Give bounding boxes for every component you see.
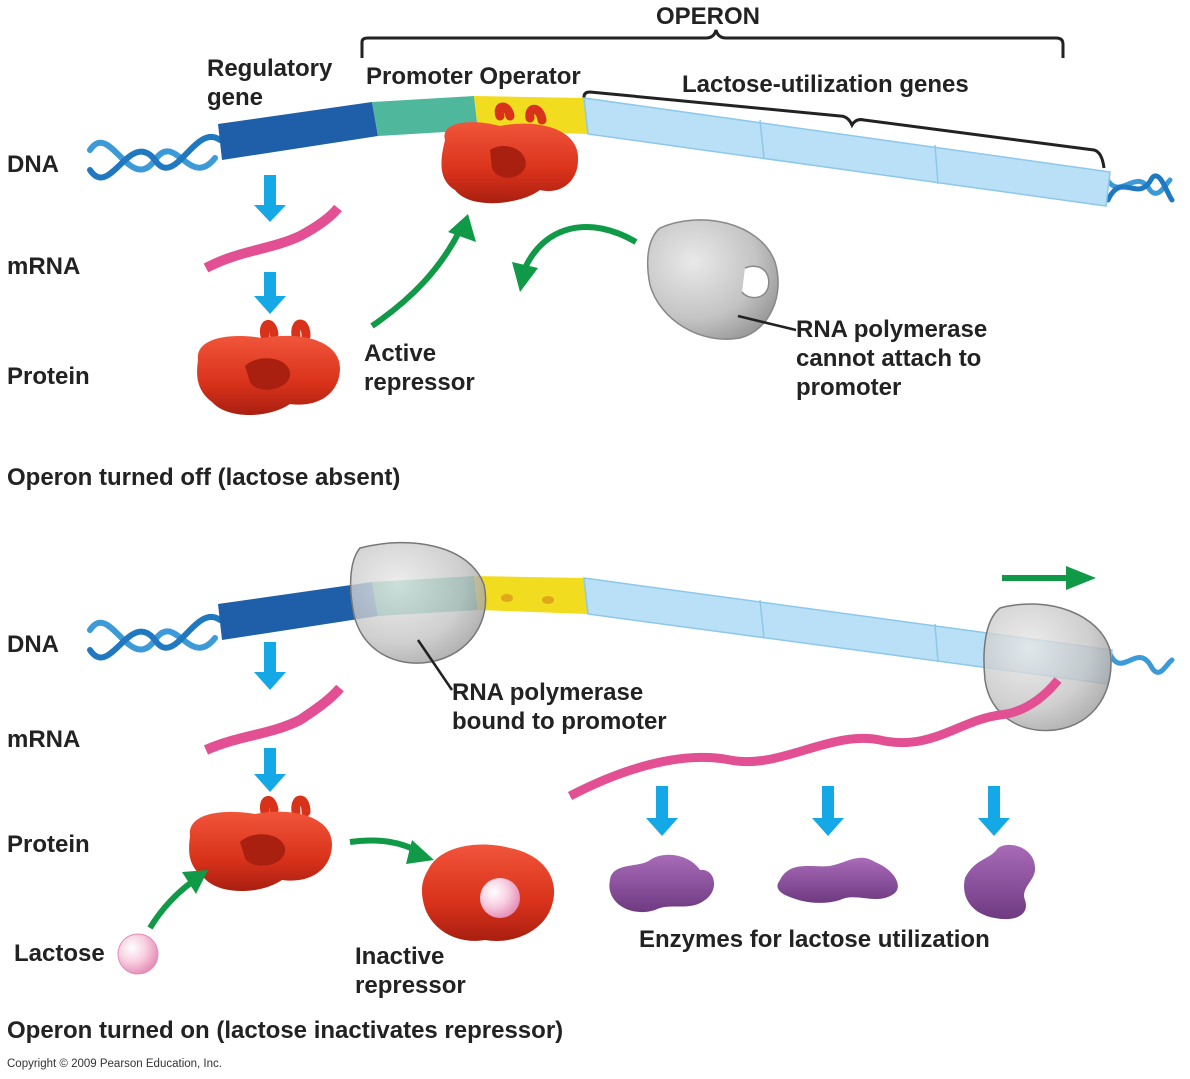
lactose-binding-arrow [147, 879, 194, 930]
enzymes-label: Enzymes for lactose utilization [639, 926, 990, 953]
active-repressor-label-line1: Active [364, 340, 437, 367]
lactose-genes-label: Lactose-utilization genes [682, 71, 969, 98]
caption-operon-on: Operon turned on (lactose inactivates re… [7, 1017, 564, 1044]
promoter-operator-label: Promoter Operator [366, 63, 581, 90]
inactive-repressor-label-line1: Inactive [355, 943, 445, 970]
transcription-arrows-top [254, 175, 286, 314]
mrna-strand-top [203, 204, 342, 273]
bottom-panel [87, 541, 1175, 975]
operon-label: OPERON [656, 3, 761, 30]
regulatory-gene-label-line1: Regulatory [207, 55, 333, 82]
repressor-binding-arrow [370, 228, 463, 329]
dna-helix-left-bottom [87, 614, 223, 661]
protein-label-top: Protein [7, 363, 90, 390]
rna-polymerase-free [647, 219, 779, 340]
top-panel [87, 29, 1175, 415]
dna-helix-right-bottom [1107, 651, 1175, 675]
polymerase-label-top-line3: promoter [796, 374, 902, 401]
inactive-repressor-label-line2: repressor [355, 972, 466, 999]
regulatory-gene-label-line2: gene [207, 84, 264, 111]
mrna-strand-lactose-genes [567, 677, 1062, 800]
enzyme-1 [609, 854, 715, 913]
mrna-label-top: mRNA [7, 253, 81, 280]
enzyme-2 [777, 857, 898, 903]
repressor-on-operator [441, 102, 579, 204]
regulatory-gene-segment [218, 102, 378, 160]
polymerase-label-bottom-line1: RNA polymerase [452, 679, 644, 706]
dna-label-bottom: DNA [7, 631, 59, 658]
enzymes [609, 844, 1036, 920]
copyright-notice: Copyright © 2009 Pearson Education, Inc. [7, 1058, 222, 1070]
polymerase-blocked-arrow [522, 224, 638, 270]
active-repressor-protein [197, 319, 340, 415]
lactose-genes-segment [583, 97, 1111, 207]
dna-helix-right [1102, 173, 1175, 203]
dna-label-top: DNA [7, 151, 59, 178]
rna-polymerase-transcribing [983, 603, 1112, 732]
dna-helix-left [87, 134, 223, 181]
mrna-strand-bottom-left [203, 684, 344, 755]
polymerase-label-top-line1: RNA polymerase [796, 316, 988, 343]
active-repressor-label-line2: repressor [364, 369, 475, 396]
rna-polymerase-bound [349, 541, 487, 664]
polymerase-label-top-line2: cannot attach to [796, 345, 982, 372]
lactose-molecule [117, 933, 159, 975]
repressor-protein-bottom [189, 795, 332, 891]
lactose-genes-bracket [582, 90, 1106, 169]
caption-operon-off: Operon turned off (lactose absent) [7, 464, 401, 491]
operon-bracket [360, 29, 1065, 58]
inactive-repressor [421, 844, 555, 941]
polymerase-pointer-top [737, 314, 797, 332]
polymerase-label-bottom-line2: bound to promoter [452, 708, 667, 735]
regulatory-gene-segment-bottom [218, 582, 378, 640]
polymerase-pointer-bottom [416, 639, 454, 691]
lactose-label: Lactose [14, 940, 105, 967]
protein-label-bottom: Protein [7, 831, 90, 858]
operator-segment-bottom [474, 576, 588, 614]
enzyme-3 [964, 844, 1036, 920]
mrna-label-bottom: mRNA [7, 726, 81, 753]
transcription-arrows-bottom [254, 642, 1010, 836]
